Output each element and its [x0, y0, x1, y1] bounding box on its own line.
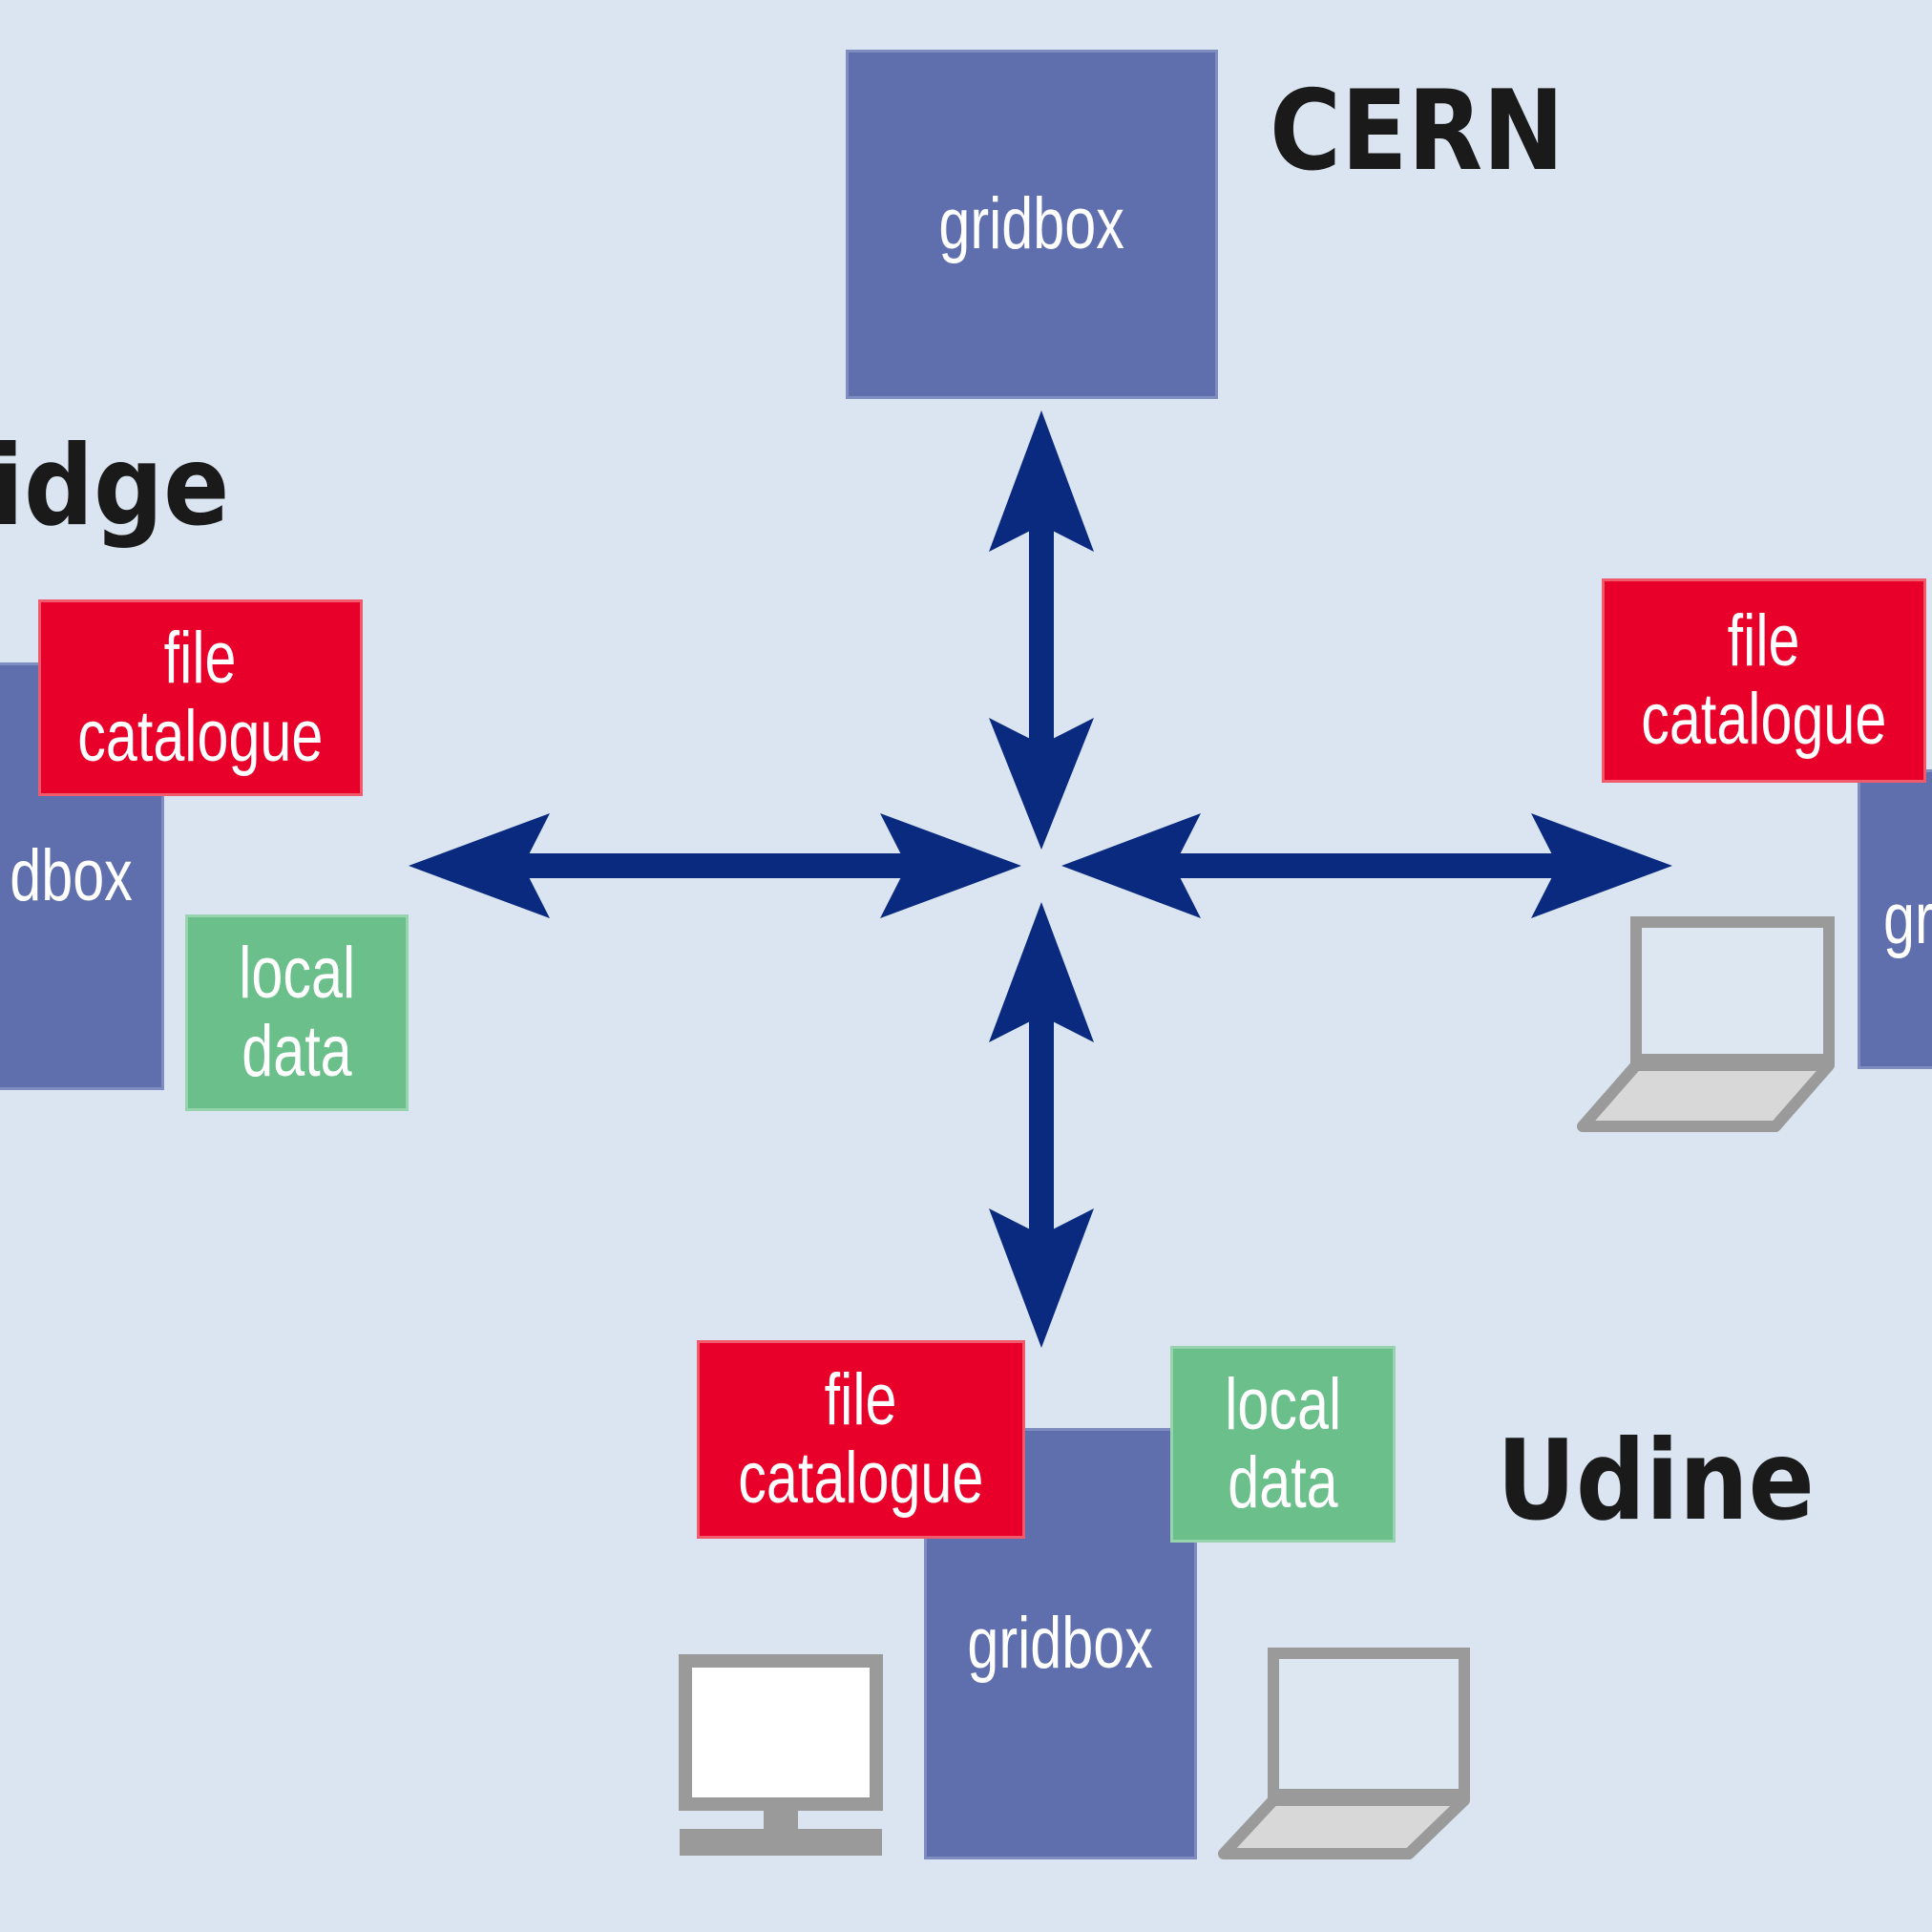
gridbox-label: dbox	[10, 835, 133, 916]
site-label-cern: CERN	[1270, 67, 1564, 196]
right-gridbox[interactable]: gr	[1858, 769, 1932, 1069]
file-catalogue-line1: file	[1728, 600, 1800, 682]
gridbox-label: gridbox	[967, 1603, 1154, 1684]
gridbox-label: gridbox	[938, 183, 1125, 264]
arrow-left	[409, 813, 1021, 918]
laptop-icon	[1218, 1648, 1470, 1859]
arrow-up	[989, 410, 1094, 850]
local-data-line1: local	[1225, 1364, 1341, 1445]
local-data-line2: data	[1228, 1442, 1338, 1523]
udine-local-data[interactable]: local data	[1170, 1346, 1396, 1543]
cern-gridbox[interactable]: gridbox	[846, 50, 1218, 399]
site-label-left: idge	[0, 422, 230, 551]
local-data-line2: data	[242, 1011, 352, 1092]
gridbox-label: gr	[1883, 878, 1932, 959]
desktop-computer-icon	[679, 1654, 883, 1856]
udine-file-catalogue[interactable]: file catalogue	[697, 1340, 1025, 1539]
arrow-right	[1061, 813, 1672, 918]
laptop-icon	[1577, 916, 1835, 1132]
file-catalogue-line2: catalogue	[77, 696, 324, 777]
arrow-down	[989, 902, 1094, 1348]
file-catalogue-line2: catalogue	[1641, 679, 1887, 760]
file-catalogue-line2: catalogue	[738, 1438, 984, 1519]
file-catalogue-line1: file	[825, 1359, 897, 1440]
left-local-data[interactable]: local data	[185, 914, 409, 1111]
left-file-catalogue[interactable]: file catalogue	[38, 599, 363, 796]
local-data-line1: local	[239, 933, 355, 1014]
right-file-catalogue[interactable]: file catalogue	[1602, 578, 1926, 783]
file-catalogue-line1: file	[164, 618, 237, 699]
site-label-udine: Udine	[1497, 1417, 1815, 1545]
